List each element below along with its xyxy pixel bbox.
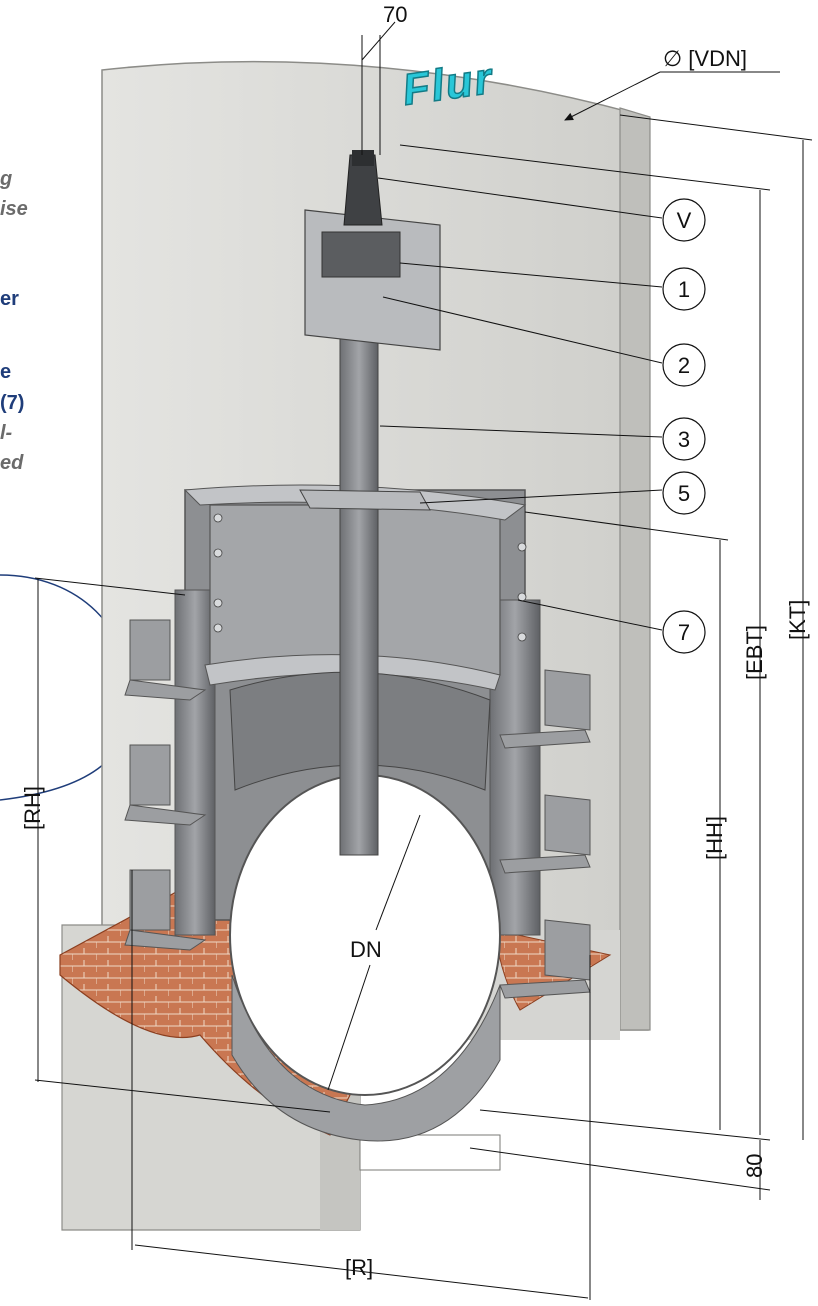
callout-2-leader [382, 296, 663, 364]
dim-70-label: 70 [383, 2, 407, 27]
spindle-guide-plate [299, 489, 431, 511]
callout-v-leader [377, 177, 663, 219]
side-note-line-1: g [0, 168, 12, 190]
dim-vdn-label: ∅ [VDN] [663, 46, 747, 71]
dim-dn-line-lower [327, 964, 371, 1091]
dim-r-label: [R] [345, 1255, 373, 1280]
dim-rh-label: [RH] [20, 786, 45, 830]
channel-bottom [359, 1134, 501, 1171]
dim-ebt-label: [EBT] [742, 625, 767, 680]
callout-7-label: 7 [678, 620, 690, 645]
dim-80-label: 80 [742, 1154, 767, 1178]
callout-5-leader [419, 489, 663, 504]
callout-1-circle [662, 267, 706, 311]
pipe-invert [231, 974, 501, 1142]
callout-3-leader [379, 425, 663, 438]
callout-7-leader [517, 599, 663, 631]
dim-vdn-leader [564, 71, 661, 121]
callout-2-circle [662, 343, 706, 387]
dim-80-extension-bottom [469, 1147, 771, 1191]
dim-80-extension-top [479, 1109, 771, 1141]
right-wall-brackets [499, 669, 591, 999]
callout-v-label: V [677, 208, 692, 233]
callout-5-circle [662, 471, 706, 515]
callout-5-label: 5 [678, 481, 690, 506]
concrete-wall-side [619, 107, 651, 1031]
callout-2-label: 2 [678, 353, 690, 378]
callout-v-circle [662, 198, 706, 242]
side-note-line-4: e [0, 361, 11, 383]
dim-r-line [134, 1244, 589, 1299]
dim-hh-label: [HH] [702, 816, 727, 860]
dim-kt-label: [KT] [785, 600, 810, 640]
dim-dn-label: DN [350, 937, 382, 962]
operating-nut-housing [321, 231, 401, 278]
dim-hh-extension-top [524, 511, 729, 541]
callout-3-circle [662, 417, 706, 461]
callout-1-leader [399, 262, 663, 288]
dim-ebt-extension-top [399, 144, 771, 191]
dim-rh-extension-top [34, 577, 186, 596]
side-note-line-7: ed [0, 452, 24, 474]
callout-1-label: 1 [678, 277, 690, 302]
side-note-line-2: ise [0, 198, 28, 220]
dim-rh-extension-bottom [34, 1079, 331, 1113]
left-wall-brackets [124, 619, 207, 951]
side-note-line-3: er [0, 288, 19, 310]
wall-mount-plate [304, 209, 441, 351]
spindle-rod [339, 289, 379, 856]
side-note-line-5: (7) [0, 392, 24, 414]
dim-dn-line-upper [375, 814, 421, 931]
callout-7-circle [662, 610, 706, 654]
dim-70-leader [361, 21, 396, 61]
operating-nut-cap [352, 150, 374, 166]
frame-left-rail [174, 589, 216, 936]
dim-kt-extension-top [619, 114, 813, 141]
callout-3-label: 3 [678, 427, 690, 452]
side-note-line-6: l- [0, 422, 13, 444]
